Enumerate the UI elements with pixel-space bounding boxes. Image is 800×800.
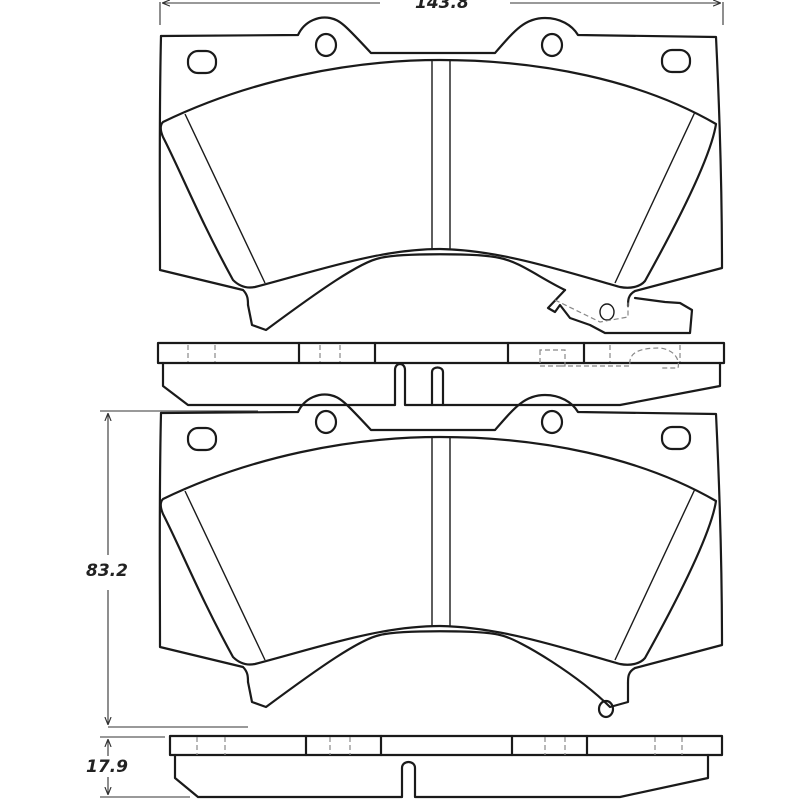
width-label: 143.8	[412, 0, 472, 12]
bottom-pad-edge-view	[168, 734, 724, 799]
top-pad-face-view	[158, 16, 724, 335]
thickness-dimension	[100, 736, 190, 798]
height-label: 83.2	[83, 562, 131, 580]
height-dimension	[100, 410, 258, 728]
thickness-label: 17.9	[83, 758, 131, 776]
width-dimension	[159, 2, 724, 25]
top-pad-edge-view	[156, 341, 726, 407]
bottom-pad-face-view	[158, 393, 724, 719]
